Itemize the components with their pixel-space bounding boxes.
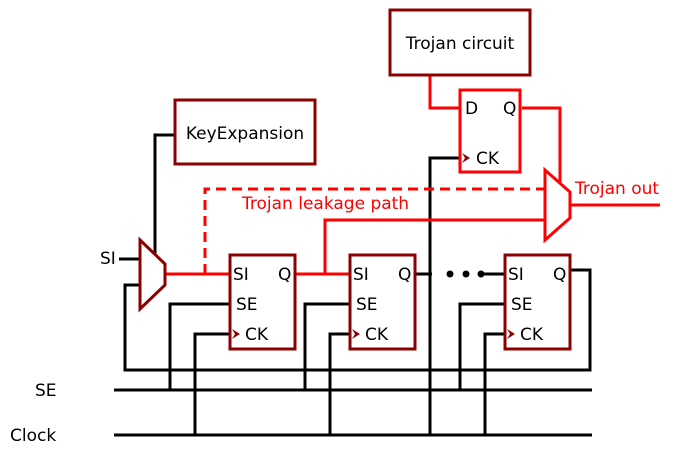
trojan-circuit-label: Trojan circuit xyxy=(405,34,515,54)
ff3-se-label: SE xyxy=(511,295,533,315)
ff1-se-label: SE xyxy=(236,295,258,315)
chain-dot xyxy=(462,270,470,278)
key-expansion-block xyxy=(173,98,317,166)
ff3-ck-wire xyxy=(483,332,505,435)
ff3-se-wire xyxy=(458,302,505,390)
clock-bus-label: Clock xyxy=(10,426,56,446)
trojan-ff-q-label: Q xyxy=(503,99,516,119)
si-input-label: SI xyxy=(100,249,116,269)
ff1-q-to-trojan-mux-wire xyxy=(323,218,545,274)
ff2-si-label: SI xyxy=(353,265,369,285)
ff1-si-label: SI xyxy=(233,265,249,285)
input-mux xyxy=(138,236,167,313)
trojan-ff-ck-wire xyxy=(428,156,462,435)
trojan-flip-flop: D Q CK xyxy=(458,88,522,174)
key-expansion-wire xyxy=(153,133,177,258)
clock-triangle-icon xyxy=(462,153,470,163)
ff1-q-label: Q xyxy=(278,265,291,285)
trojan-circuit-block xyxy=(388,8,532,77)
clock-triangle-icon xyxy=(352,329,360,339)
ff2-ck-label: CK xyxy=(365,325,389,345)
clock-triangle-icon xyxy=(232,329,240,339)
ff1-se-wire xyxy=(168,302,230,390)
scan-flip-flop-3: SI Q SE CK xyxy=(503,253,572,351)
trojan-output-mux xyxy=(543,166,572,244)
ff1-ck-label: CK xyxy=(245,325,269,345)
trojan-circuit-to-d-wire xyxy=(428,75,462,110)
clock-triangle-icon xyxy=(507,329,515,339)
ff2-ck-wire xyxy=(328,332,350,435)
ff1-ck-wire xyxy=(193,332,230,435)
feedback-wire xyxy=(123,268,592,372)
trojan-q-to-mux-select-wire xyxy=(522,106,562,182)
leakage-dashed-wire xyxy=(203,187,545,274)
trojan-out-label: Trojan out xyxy=(574,179,659,199)
trojan-ff-ck-label: CK xyxy=(476,149,500,169)
key-expansion-label: KeyExpansion xyxy=(186,124,304,144)
scan-flip-flop-1: SI Q SE CK xyxy=(228,253,297,351)
ff2-se-label: SE xyxy=(356,295,378,315)
ff3-q-label: Q xyxy=(553,265,566,285)
trojan-ff-d-label: D xyxy=(465,99,478,119)
ff3-si-label: SI xyxy=(508,265,524,285)
scan-flip-flop-2: SI Q SE CK xyxy=(348,253,417,351)
ff2-q-label: Q xyxy=(398,265,411,285)
se-bus-label: SE xyxy=(35,381,57,401)
ff3-ck-label: CK xyxy=(520,325,544,345)
ff2-se-wire xyxy=(303,302,350,390)
chain-dot xyxy=(446,270,454,278)
leakage-path-label: Trojan leakage path xyxy=(241,194,409,214)
